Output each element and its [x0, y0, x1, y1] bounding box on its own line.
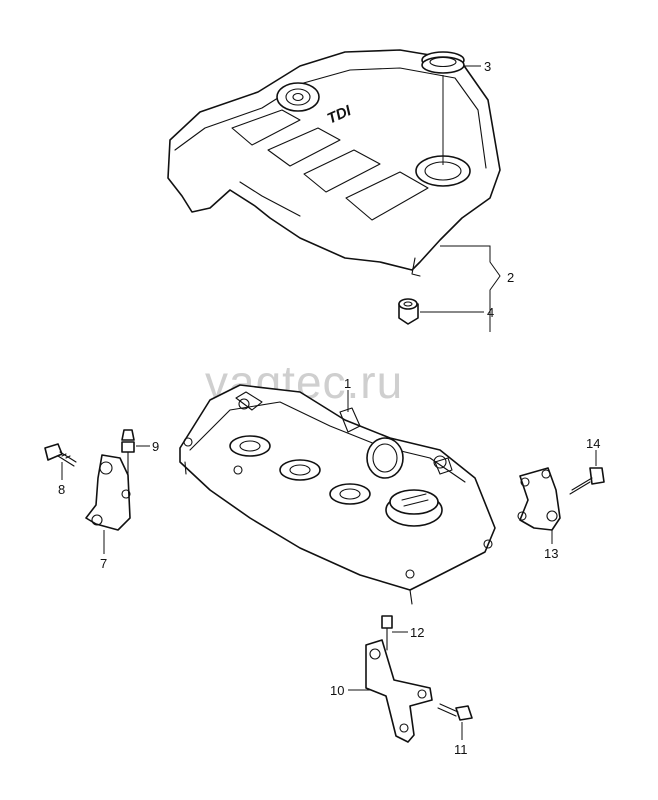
right-bracket	[517, 467, 561, 531]
callout-2: 2	[507, 270, 514, 285]
callout-13: 13	[544, 546, 558, 561]
bracket-line-2	[440, 245, 501, 332]
bolt-left	[44, 443, 77, 467]
callout-9: 9	[152, 439, 159, 454]
bottom-bracket	[365, 639, 433, 743]
cylinder-head-cover	[179, 384, 496, 605]
callout-1: 1	[344, 376, 351, 391]
left-bracket	[85, 454, 131, 531]
callout-3: 3	[484, 59, 491, 74]
callout-12: 12	[410, 625, 424, 640]
brand-logo-icon	[276, 82, 320, 112]
callout-8: 8	[58, 482, 65, 497]
cap-part	[421, 51, 465, 74]
callout-14: 14	[586, 436, 600, 451]
bolt-right	[569, 467, 605, 495]
grommet-part	[398, 298, 419, 325]
engine-cover	[167, 49, 501, 277]
callout-11: 11	[454, 742, 468, 757]
bolt-bottom	[437, 703, 473, 721]
callout-7: 7	[100, 556, 107, 571]
callout-10: 10	[330, 683, 344, 698]
stud-bolt	[121, 429, 135, 481]
callout-4: 4	[487, 305, 494, 320]
stud-bottom	[381, 615, 393, 651]
